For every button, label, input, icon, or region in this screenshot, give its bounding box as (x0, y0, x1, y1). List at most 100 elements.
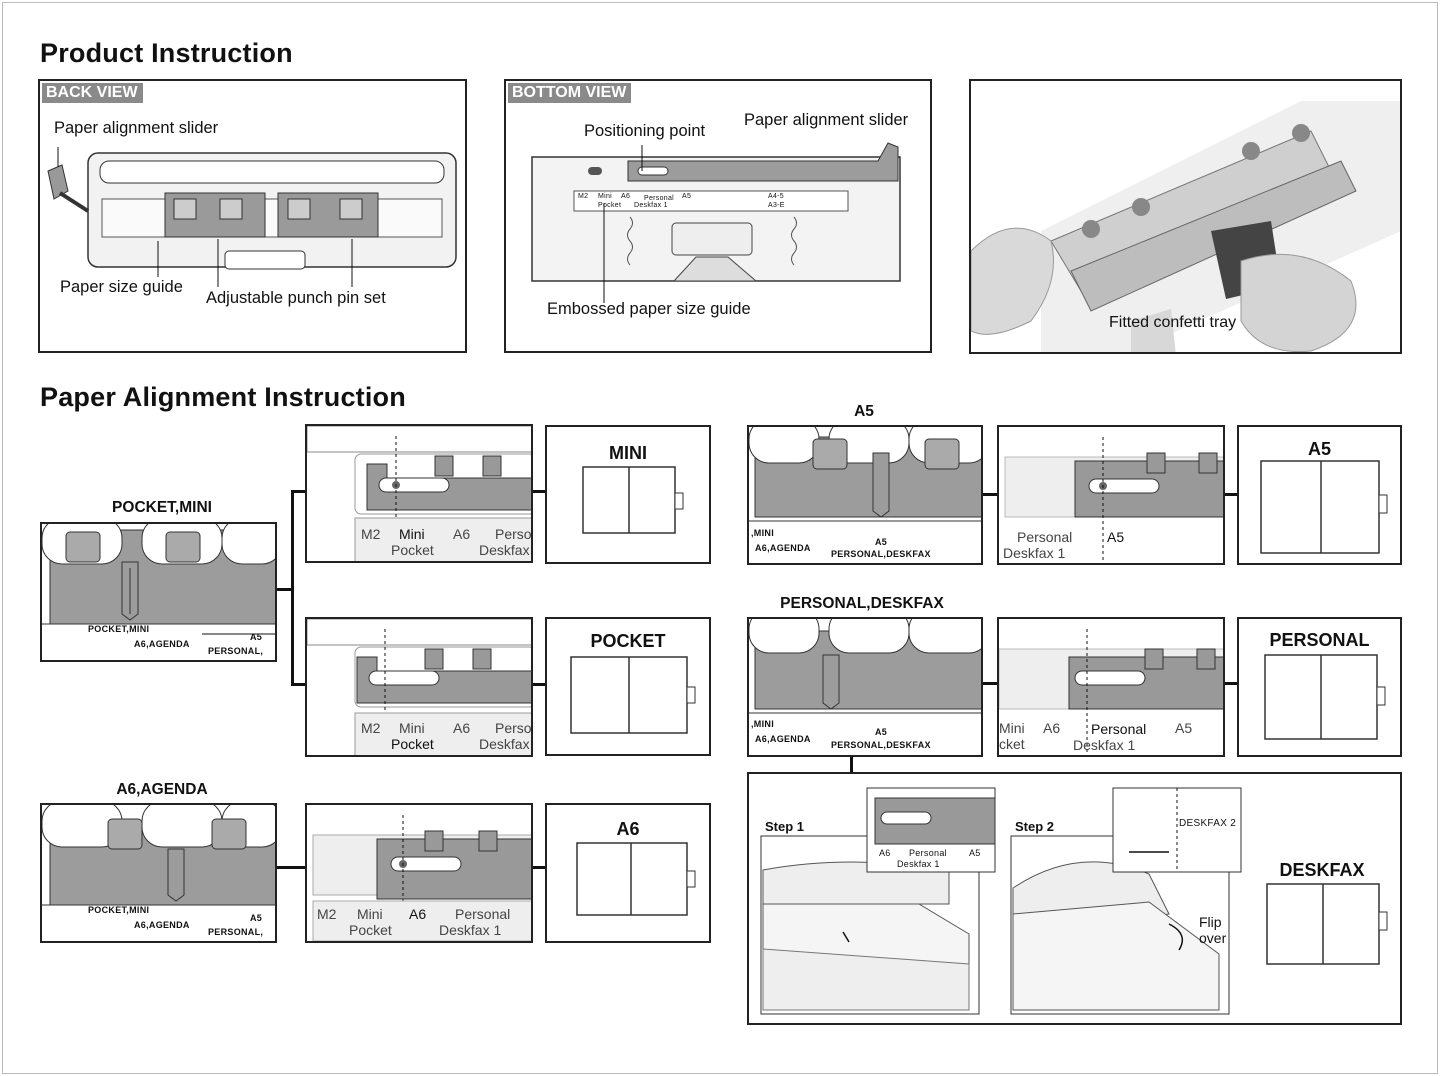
pm-mark-a5: A5 (250, 632, 263, 642)
bv-mark-a3e: A3-E (768, 202, 785, 209)
personal-slider-mark-mini: Mini (999, 720, 1025, 736)
paper-size-guide-label: Paper size guide (60, 278, 183, 296)
connector-pm-v (291, 490, 294, 684)
connector-a5 (983, 493, 997, 496)
group-pocket-mini: POCKET,MINI (112, 499, 212, 516)
size-personal-box: PERSONAL (1237, 617, 1402, 757)
size-a5-box: A5 (1237, 425, 1402, 565)
size-mini-box: MINI (545, 425, 711, 564)
a6-slider-mark-personal: Personal (455, 906, 511, 922)
bottom-slider-label: Paper alignment slider (744, 111, 909, 129)
group-personal-deskfax: PERSONAL,DESKFAX (780, 595, 944, 612)
bv-mark-personal: Personal (644, 195, 675, 202)
size-personal-title: PERSONAL (1269, 630, 1370, 650)
slider-pocket: M2 Mini Pocket A6 Perso Deskfax (305, 617, 533, 757)
pm-mark-personal: PERSONAL, (208, 646, 264, 656)
slider-personal: Mini cket A6 Personal Deskfax 1 A5 (997, 617, 1225, 757)
deskfax-steps-illustration (760, 787, 1388, 1015)
s1-mark-a6: A6 (879, 848, 891, 858)
size-a6-title: A6 (616, 819, 640, 839)
bv-mark-a6: A6 (621, 193, 631, 200)
a6-mark-a5: A5 (250, 913, 263, 923)
deskfax-steps-panel: Step 1 Step 2 DESKFAX 2 Flip over DESKFA… (747, 772, 1402, 1025)
confetti-tray-label: Fitted confetti tray (1109, 314, 1237, 331)
a6-slider-mark-deskfax1: Deskfax 1 (439, 922, 502, 938)
size-pocket-box: POCKET (545, 617, 711, 756)
group-a5: A5 (854, 403, 874, 420)
a5-mark-personal-deskfax: PERSONAL,DESKFAX (831, 549, 931, 559)
back-view-panel: BACK VIEW Paper alignment slider Paper s… (38, 79, 467, 353)
personal-slider-mark-a6: A6 (1043, 720, 1061, 736)
mini-mark-perso: Perso (495, 526, 532, 542)
a5-mark-a6-agenda: A6,AGENDA (755, 543, 811, 553)
photo-illustration (971, 101, 1400, 352)
a5-mark-mini: ,MINI (751, 528, 774, 538)
punch-a6-agenda: POCKET,MINI A6,AGENDA A5 PERSONAL, (40, 803, 277, 943)
step1-label: Step 1 (765, 819, 805, 834)
mini-mark-pocket: Pocket (391, 542, 434, 558)
connector-pm-h (277, 588, 293, 591)
a5-slider-mark-personal: Personal (1017, 529, 1073, 545)
size-pocket-title: POCKET (590, 631, 666, 651)
pd-mark-a6-agenda: A6,AGENDA (755, 734, 811, 744)
pd-mark-mini: ,MINI (751, 719, 774, 729)
size-deskfax-title: DESKFAX (1279, 860, 1365, 880)
mini-mark-mini: Mini (399, 526, 425, 542)
pm-mark-pocket-mini: POCKET,MINI (88, 624, 150, 634)
slider-a6: M2 Mini Pocket A6 Personal Deskfax 1 (305, 803, 533, 943)
connector-deskfax-drop (850, 757, 853, 772)
pm-mark-a6-agenda: A6,AGENDA (134, 639, 190, 649)
back-view-illustration (47, 147, 457, 287)
personal-slider-mark-pocket: cket (999, 736, 1025, 752)
connector-a6-size (533, 866, 545, 869)
mini-mark-a6: A6 (453, 526, 471, 542)
pocket-mark-perso: Perso (495, 720, 532, 736)
a5-slider-mark-a5: A5 (1107, 529, 1125, 545)
connector-personal-size (1225, 682, 1237, 685)
deskfax2-label: DESKFAX 2 (1179, 818, 1237, 829)
connector-a5-size (1225, 493, 1237, 496)
size-a6-box: A6 (545, 803, 711, 943)
positioning-point-label: Positioning point (584, 122, 706, 140)
bv-mark-a5: A5 (682, 193, 692, 200)
punch-pin-label: Adjustable punch pin set (206, 289, 386, 307)
bv-mark-pocket: Pocket (598, 202, 622, 209)
bv-mark-m2: M2 (578, 193, 589, 200)
connector-a6 (277, 866, 305, 869)
s1-mark-deskfax1: Deskfax 1 (897, 859, 940, 869)
a6-slider-mark-mini: Mini (357, 906, 383, 922)
a6-mark-pocket-mini: POCKET,MINI (88, 905, 150, 915)
product-instruction-heading: Product Instruction (40, 38, 293, 68)
a6-slider-mark-a6: A6 (409, 906, 427, 922)
connector-personal (983, 682, 997, 685)
pocket-mark-pocket: Pocket (391, 736, 434, 752)
pocket-mark-m2: M2 (361, 720, 381, 736)
connector-pocket-size (533, 683, 545, 686)
mini-mark-m2: M2 (361, 526, 381, 542)
size-mini-title: MINI (609, 443, 647, 463)
personal-slider-mark-deskfax1: Deskfax 1 (1073, 737, 1136, 753)
confetti-tray-photo: Fitted confetti tray (969, 79, 1402, 354)
a6-mark-a6-agenda: A6,AGENDA (134, 920, 190, 930)
paper-alignment-heading: Paper Alignment Instruction (40, 382, 406, 412)
bv-mark-deskfax1: Deskfax 1 (634, 202, 668, 209)
a6-slider-mark-pocket: Pocket (349, 922, 392, 938)
embossed-guide-label: Embossed paper size guide (547, 300, 751, 318)
slider-a5: Personal Deskfax 1 A5 (997, 425, 1225, 565)
bv-mark-mini: Mini (598, 193, 613, 200)
personal-slider-mark-a5: A5 (1175, 720, 1193, 736)
a6-slider-mark-m2: M2 (317, 906, 337, 922)
pocket-mark-mini: Mini (399, 720, 425, 736)
a6-mark-personal: PERSONAL, (208, 927, 264, 937)
back-view-tag: BACK VIEW (42, 83, 143, 103)
punch-a5: ,MINI A6,AGENDA A5 PERSONAL,DESKFAX (747, 425, 983, 565)
connector-pm-bottom (291, 683, 305, 686)
connector-pm-top (291, 490, 305, 493)
punch-pocket-mini: POCKET,MINI A6,AGENDA A5 PERSONAL, (40, 522, 277, 662)
s1-mark-a5: A5 (969, 848, 981, 858)
back-slider-label: Paper alignment slider (54, 119, 219, 137)
mini-mark-deskfax: Deskfax (479, 542, 530, 558)
bottom-view-illustration (531, 142, 901, 303)
flip-label: Flip (1199, 914, 1222, 930)
